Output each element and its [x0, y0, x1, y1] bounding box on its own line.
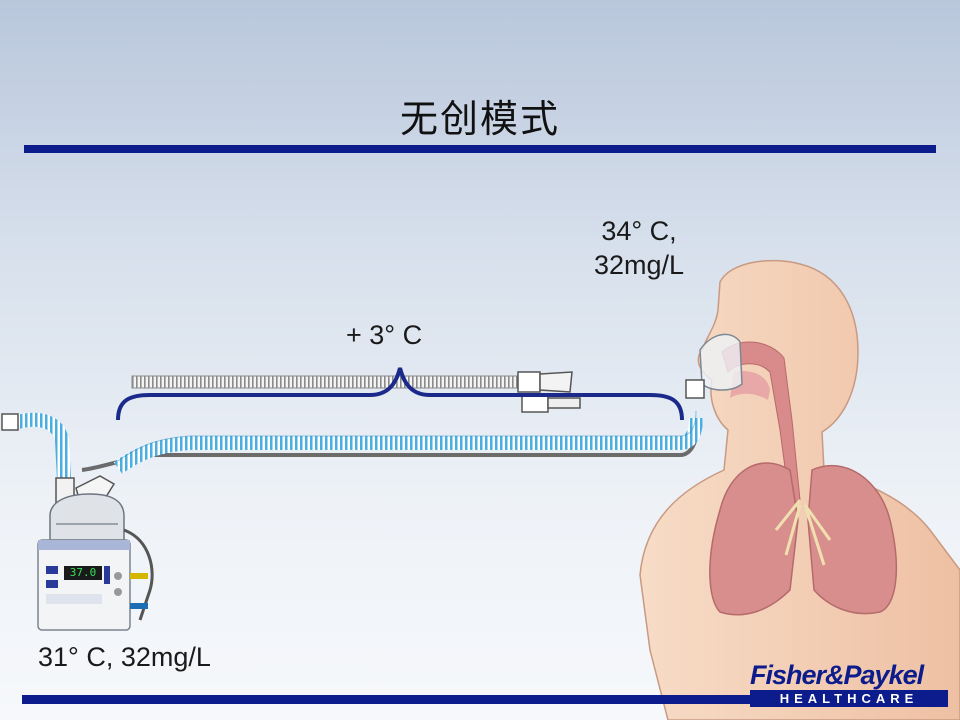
inspiratory-tube: [113, 417, 703, 474]
logo-line1: Fisher&Paykel: [750, 660, 924, 690]
title-underline: [24, 145, 936, 153]
reference-tube: [131, 371, 581, 413]
slide-title: 无创模式: [399, 97, 560, 141]
patient-end-label: 34° C, 32mg/L: [574, 214, 704, 282]
footer-rule: [22, 695, 750, 704]
temp-rise-label: + 3° C: [346, 320, 423, 350]
fisher-paykel-logo: Fisher&Paykel HEALTHCARE: [750, 660, 950, 710]
humidifier-display: 37.0: [69, 566, 97, 579]
patient-humidity-label: 32mg/L: [593, 250, 685, 280]
humidifier: [37, 475, 154, 631]
patient-temp-label: 34° C,: [601, 216, 677, 246]
heated-section-bracket: [116, 367, 684, 421]
patient-figure: [639, 259, 960, 720]
supply-tube: [16, 412, 71, 481]
mask: [685, 333, 743, 399]
logo-line2: HEALTHCARE: [750, 690, 948, 707]
chamber-output-label: 31° C, 32mg/L: [38, 642, 211, 672]
